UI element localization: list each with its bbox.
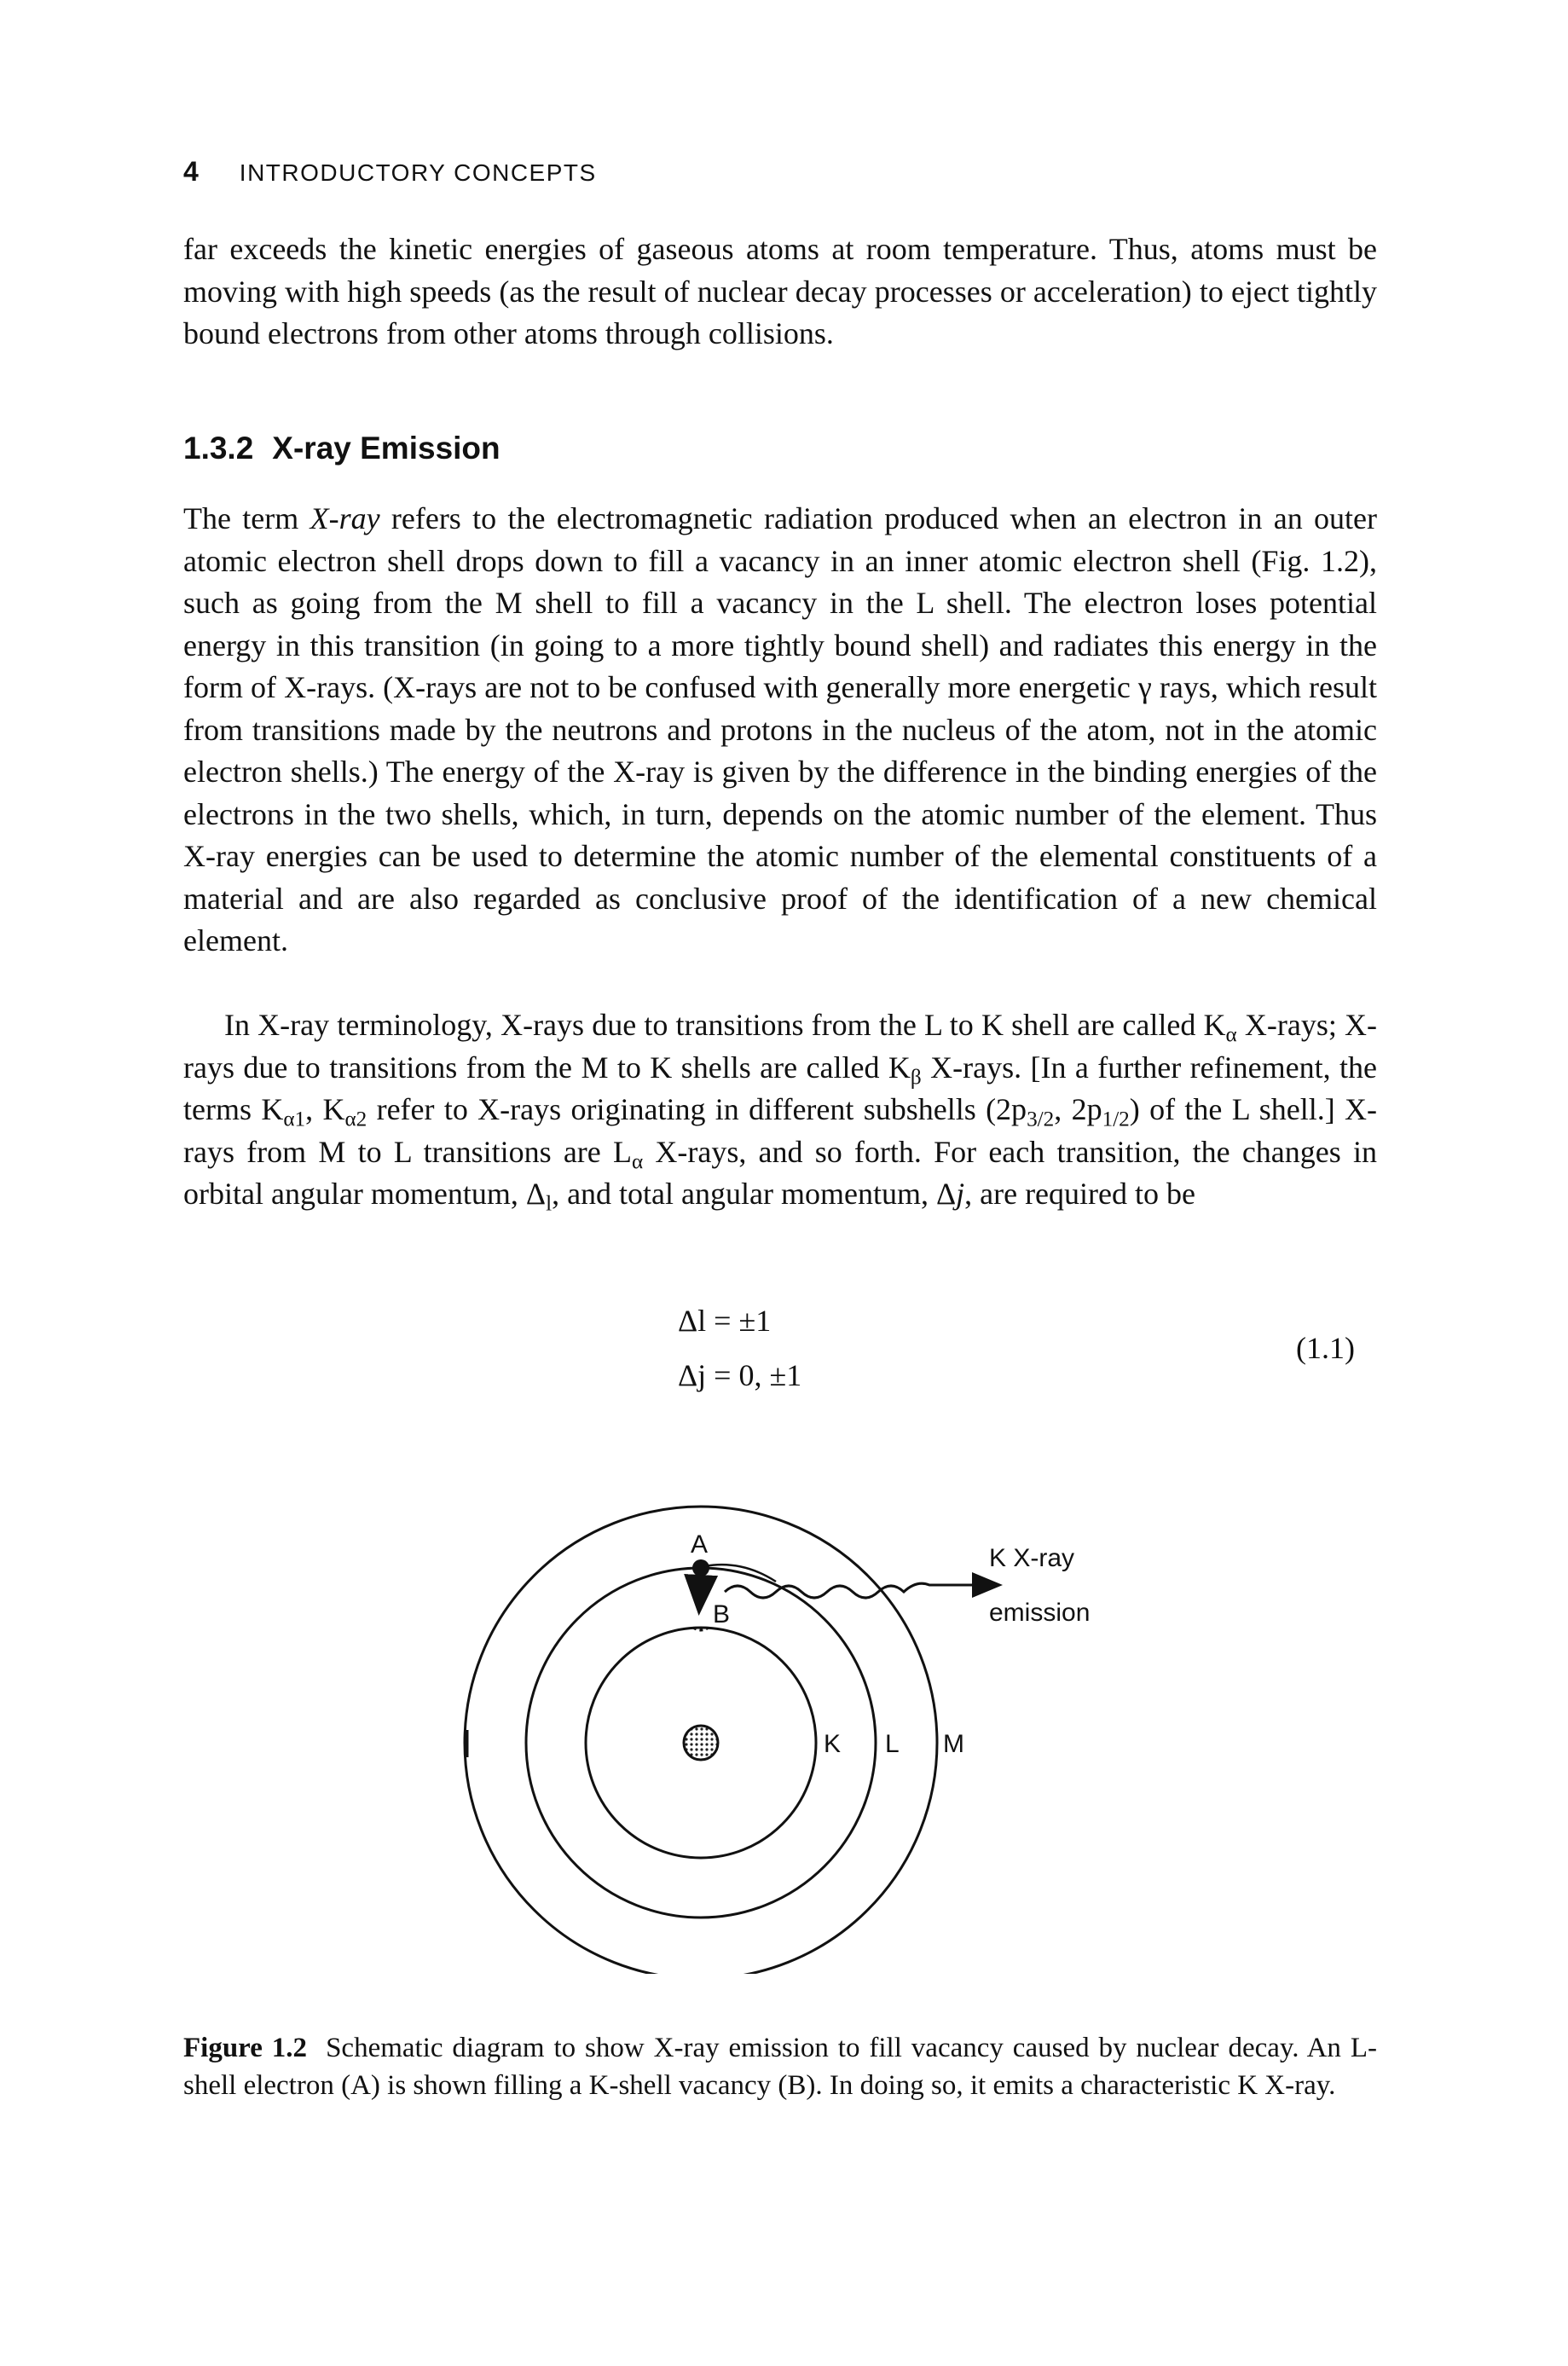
caption-label: Figure 1.2	[183, 2033, 308, 2063]
running-head-title: INTRODUCTORY CONCEPTS	[239, 159, 597, 186]
term-xray: X-ray	[310, 501, 380, 535]
nucleus	[682, 1724, 720, 1761]
label-k-xray: K X-ray	[989, 1544, 1074, 1572]
equation-line-2: Δj = 0, ±1	[678, 1358, 802, 1392]
label-a: A	[691, 1530, 708, 1559]
paragraph-xray-definition: The term X-ray refers to the electromagn…	[183, 501, 1377, 957]
intro-paragraph: far exceeds the kinetic energies of gase…	[183, 232, 1377, 350]
vacancy-b	[692, 1626, 709, 1632]
section-heading: 1.3.2 X-ray Emission	[183, 431, 500, 466]
transition-arrow	[684, 1574, 719, 1616]
page-number: 4	[183, 156, 199, 187]
section-title: X-ray Emission	[272, 431, 500, 466]
caption-text: Schematic diagram to show X-ray emission…	[183, 2033, 1377, 2101]
label-l: L	[885, 1730, 900, 1758]
label-k: K	[824, 1730, 841, 1758]
label-b: B	[713, 1600, 730, 1628]
electron-a	[692, 1559, 709, 1576]
equation-number: (1.1)	[1296, 1331, 1355, 1365]
xray-wave-icon	[723, 1572, 1003, 1600]
emission-path	[703, 1563, 777, 1583]
figure-shell-diagram: A B K L M K X-ray emission	[463, 1505, 1090, 1974]
section-number: 1.3.2	[183, 431, 254, 466]
k-shell-ring	[584, 1626, 818, 1860]
running-head: 4 INTRODUCTORY CONCEPTS	[183, 156, 597, 190]
label-m: M	[943, 1730, 964, 1758]
label-emission: emission	[989, 1599, 1090, 1627]
paragraph-xray-terminology: In X-ray terminology, X-rays due to tran…	[183, 1008, 1378, 1216]
equation-line-1: Δl = ±1	[678, 1304, 772, 1338]
